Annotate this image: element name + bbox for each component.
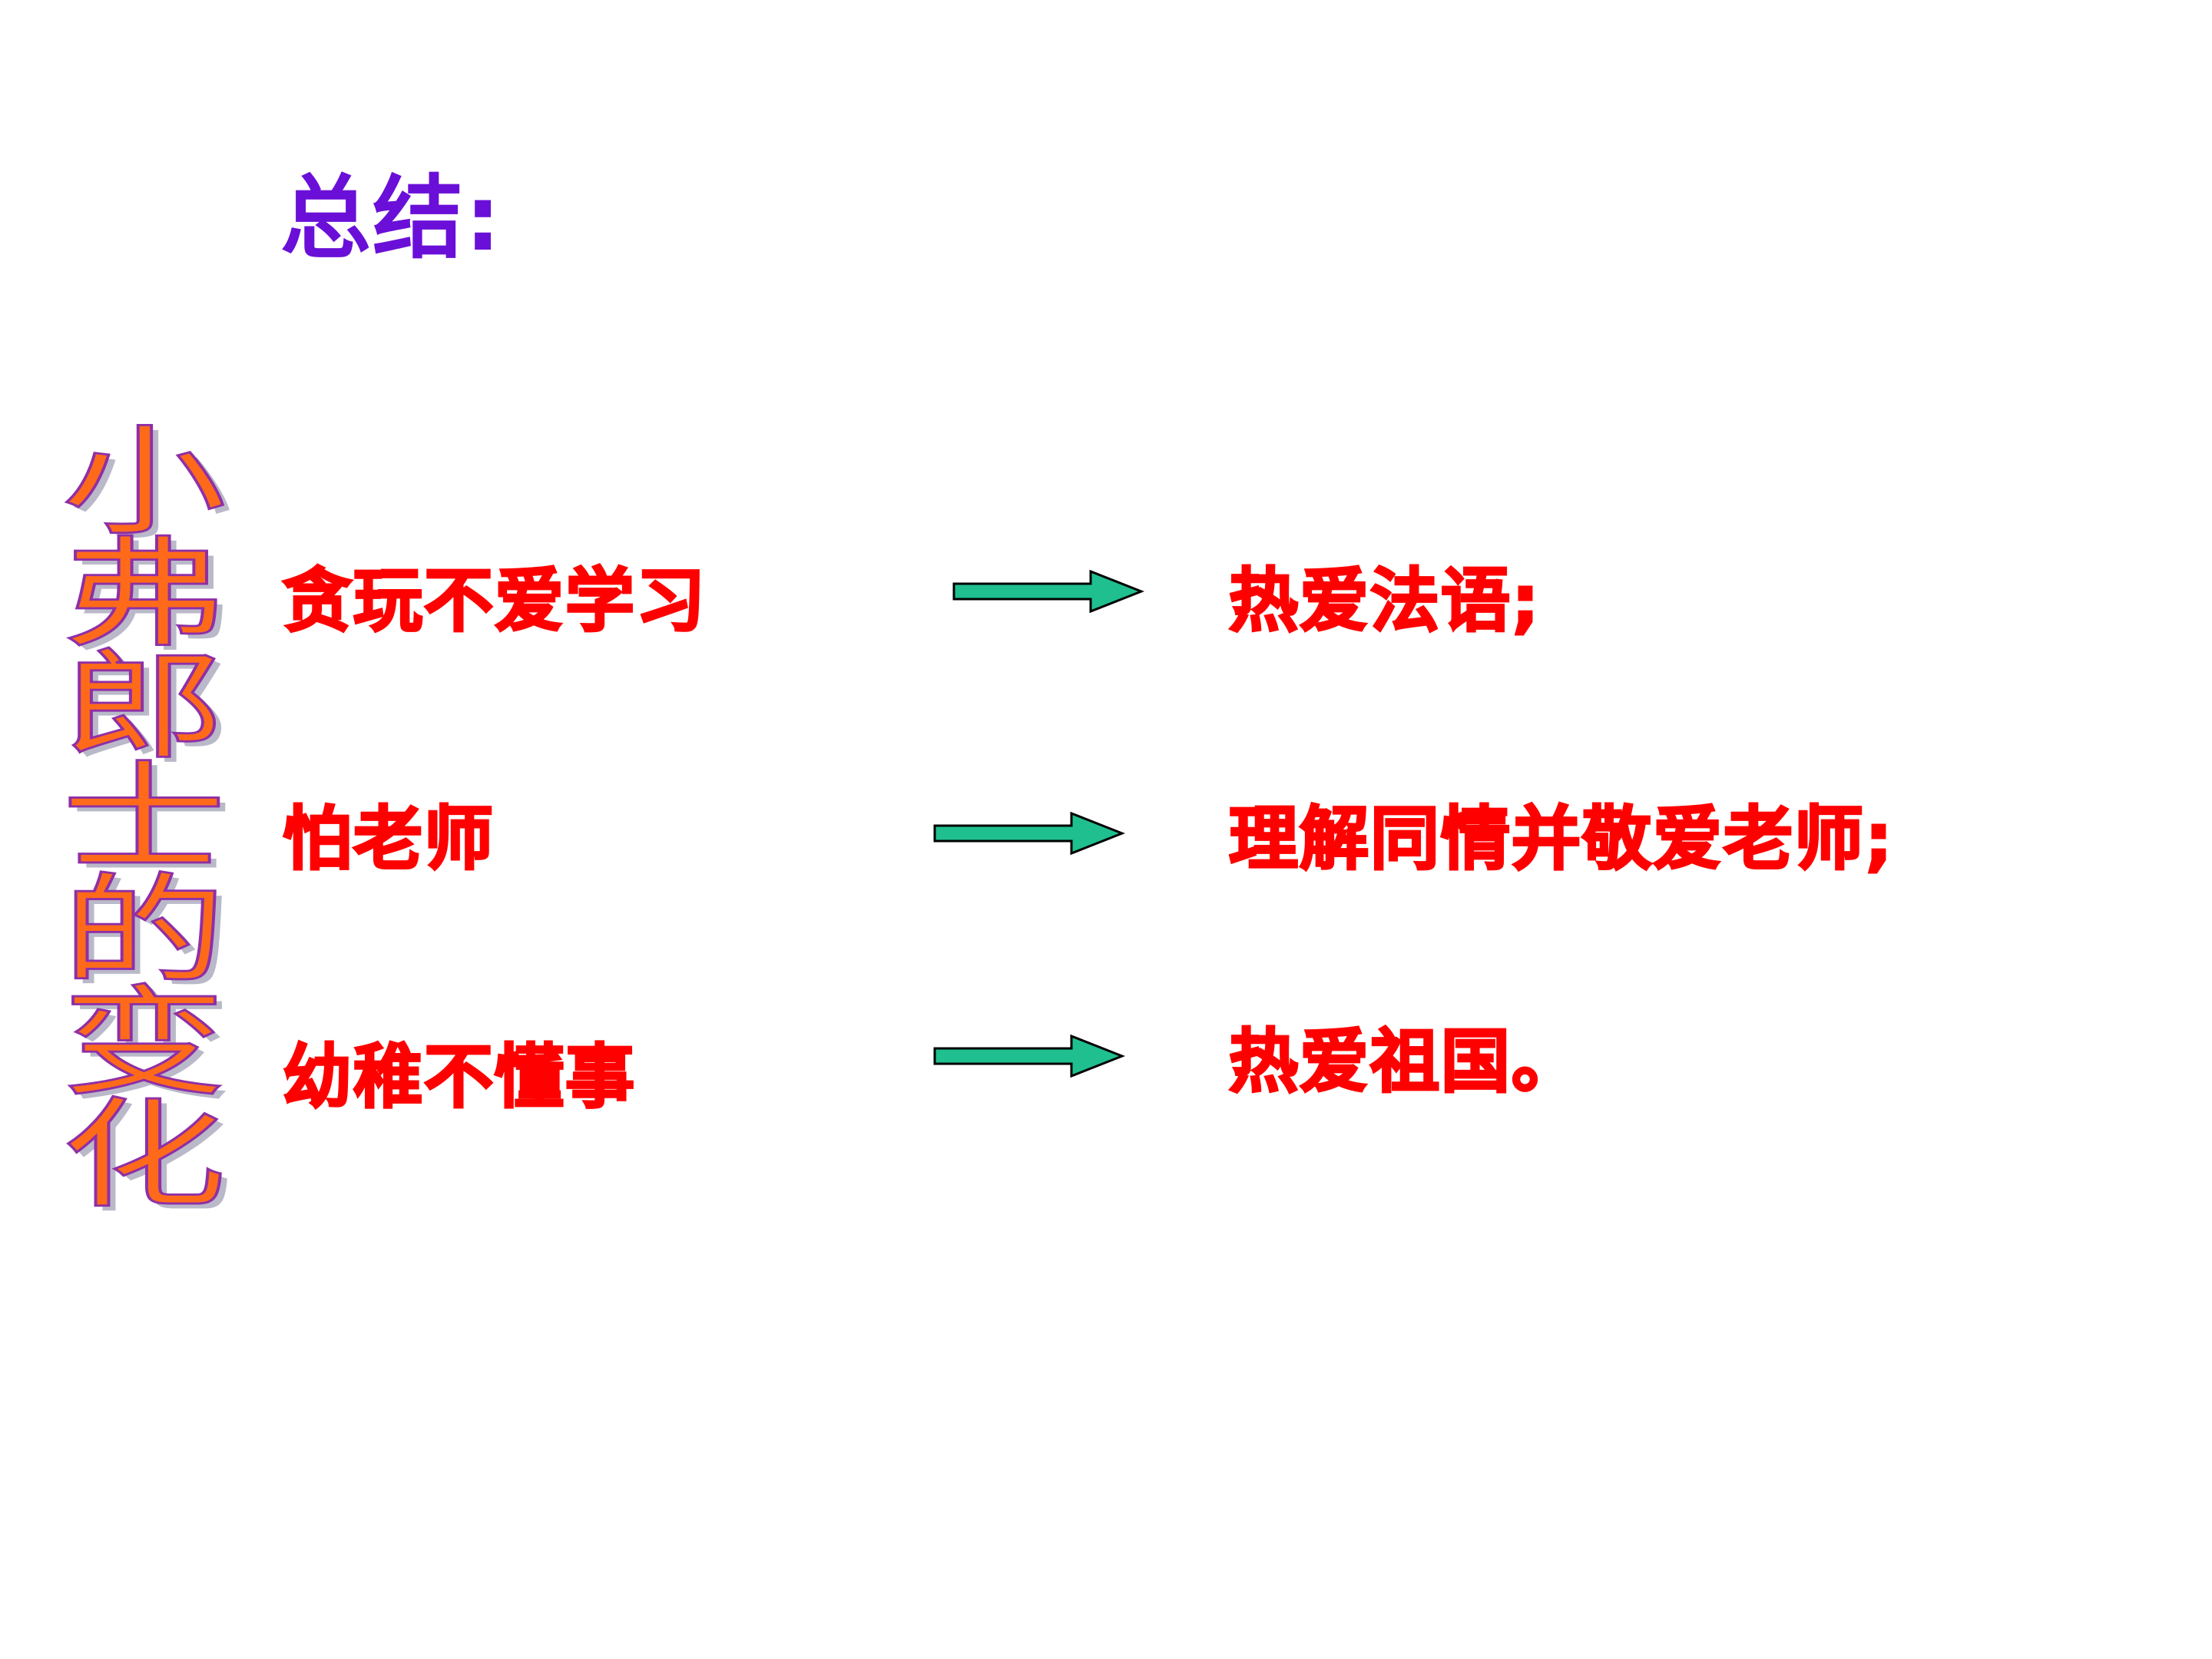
before-text-3: 幼稚不懂事 [282, 1037, 636, 1118]
vertical-title-char: 小 [60, 412, 228, 551]
summary-title: 总结: [280, 165, 503, 271]
before-text-2: 怕老师 [282, 799, 495, 879]
vertical-title-char: 化 [60, 1085, 228, 1224]
after-text-1: 热爱法语; [1228, 561, 1541, 641]
vertical-title-char: 变 [60, 973, 228, 1112]
vertical-title-char: 士 [60, 749, 228, 888]
after-text-3: 热爱祖国。 [1228, 1022, 1582, 1102]
vertical-title-char: 弗 [60, 525, 228, 664]
vertical-title-char: 郎 [60, 637, 228, 776]
after-text-2: 理解同情并敬爱老师; [1228, 799, 1894, 879]
vertical-title: 小弗郎士的变化 [54, 412, 234, 1224]
before-text-1: 贪玩不爱学习 [282, 561, 707, 641]
right-arrow-icon [933, 811, 1125, 856]
right-arrow-icon [952, 569, 1144, 614]
right-arrow-icon [933, 1034, 1125, 1078]
vertical-title-char: 的 [60, 861, 228, 1000]
